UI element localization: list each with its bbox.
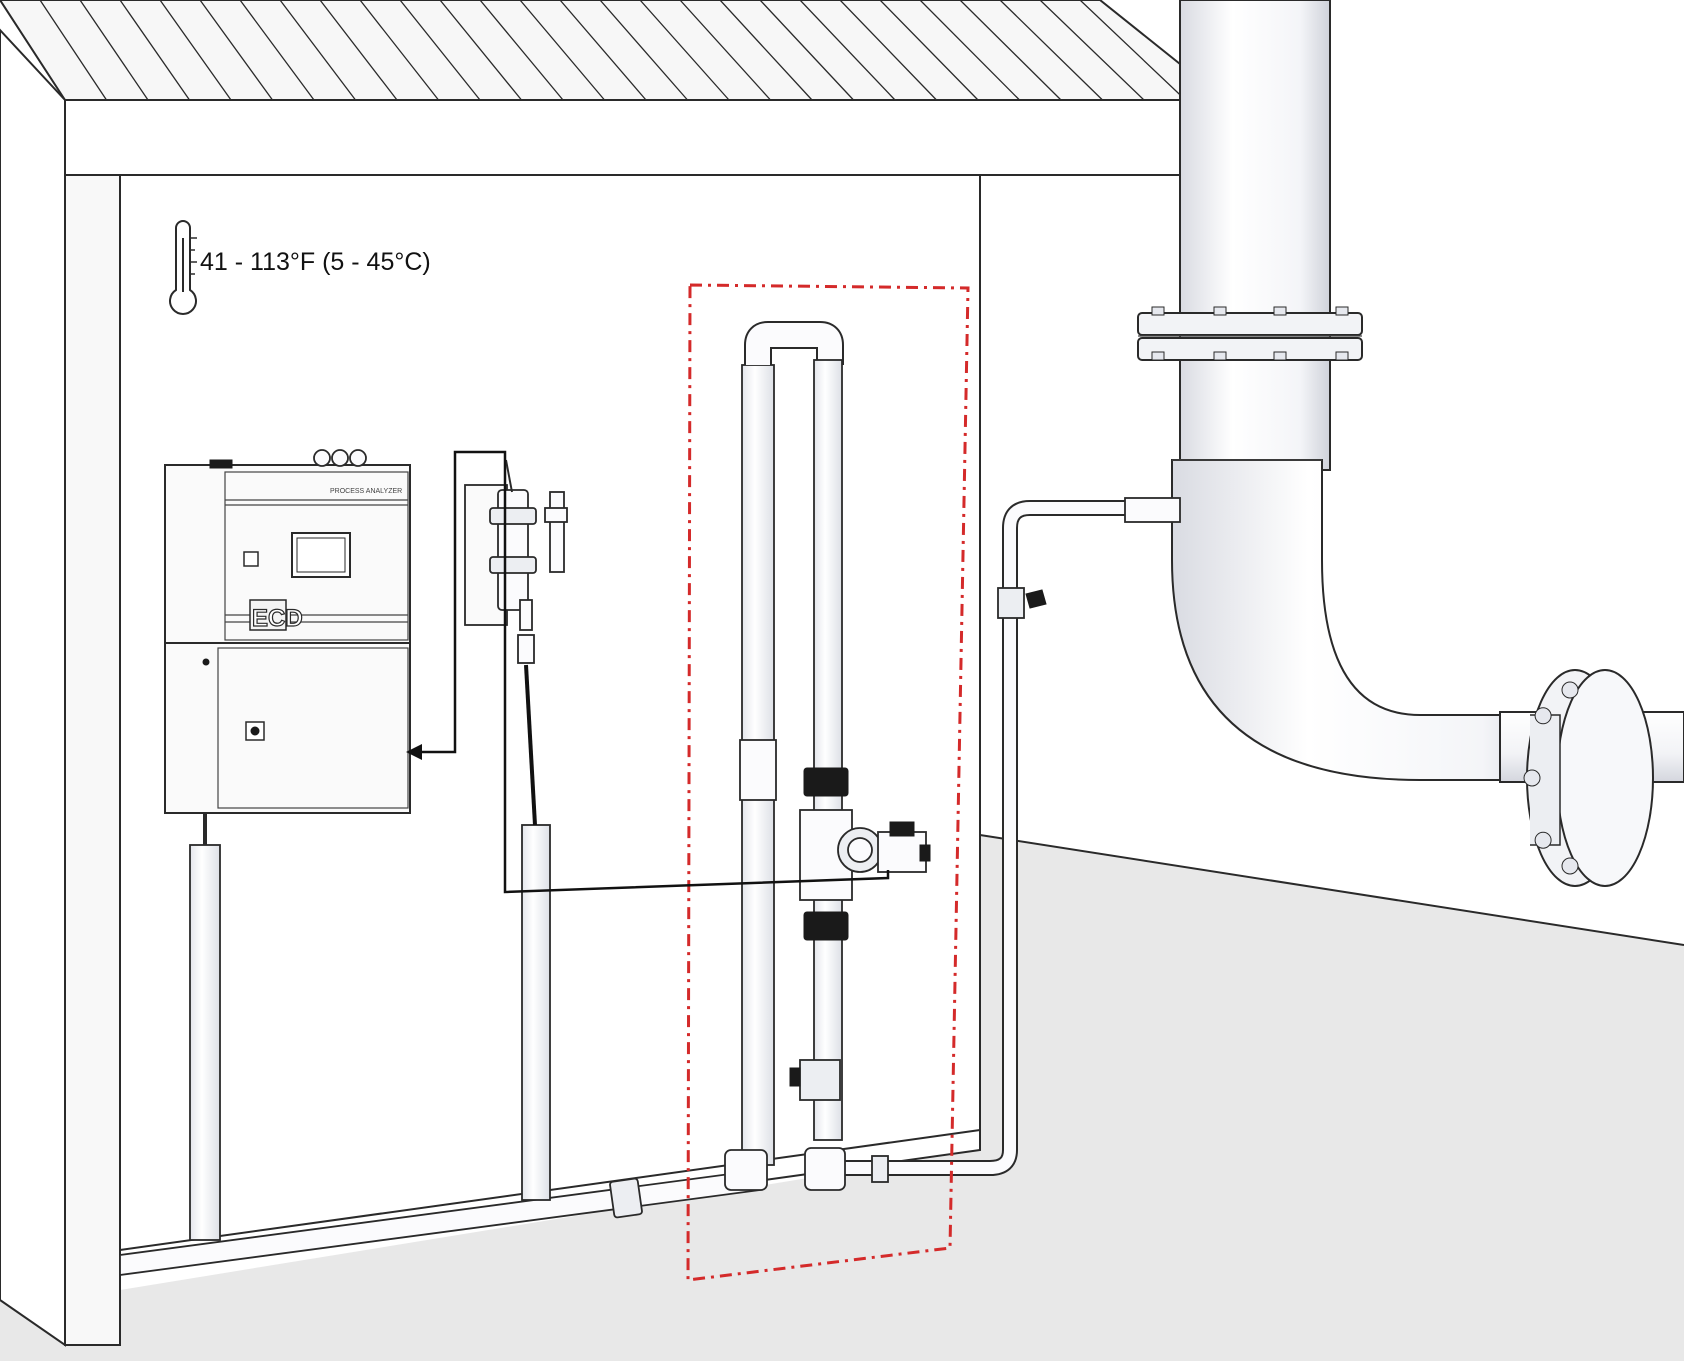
roof-rib	[199, 0, 274, 101]
roof-rib	[479, 0, 564, 101]
roof-rib	[279, 0, 357, 101]
roof-rib	[959, 0, 1062, 101]
flange-bolts-right	[1523, 681, 1579, 875]
roof	[0, 0, 1228, 176]
flange-bolt	[1534, 831, 1552, 849]
flange-bolt	[1213, 306, 1227, 316]
floor-edge	[979, 834, 1684, 946]
roof-rib	[239, 0, 315, 101]
signal-cable	[420, 450, 890, 894]
thermometer-icon	[169, 220, 197, 315]
roof-rib	[719, 0, 813, 101]
roof-rib	[359, 0, 440, 101]
flange-bolt	[1534, 707, 1552, 725]
flange-bolt	[1151, 351, 1165, 361]
pipe-flange-top	[1137, 312, 1363, 361]
process-analyzer: PROCESS ANALYZER ECD	[164, 449, 411, 814]
flange-bolt	[1213, 351, 1227, 361]
flange-bolt	[1273, 351, 1287, 361]
flange-bolt	[1523, 769, 1541, 787]
floor	[0, 835, 1684, 1361]
roof-rib	[799, 0, 896, 101]
pipe-flange-right	[1526, 669, 1654, 887]
arrow-head-icon	[406, 744, 422, 760]
roof-rib	[159, 0, 232, 101]
flange-bolt	[1273, 306, 1287, 316]
temperature-range-label: 41 - 113°F (5 - 45°C)	[200, 248, 431, 276]
sensor-flowcell	[464, 459, 568, 664]
roof-rib	[1039, 0, 1145, 101]
flange-bolt	[1561, 857, 1579, 875]
roof-rib	[999, 0, 1103, 101]
roof-rib	[559, 0, 647, 101]
sample-line	[845, 497, 1181, 1183]
roof-rib	[519, 0, 605, 101]
flange-bolt	[1561, 681, 1579, 699]
roof-rib	[439, 0, 523, 101]
flange-bolt	[1335, 306, 1349, 316]
roof-rib	[639, 0, 730, 101]
analyzer-logo: ECD	[252, 605, 303, 632]
analyzer-panel-label: PROCESS ANALYZER	[330, 488, 402, 495]
roof-rib	[759, 0, 854, 101]
flange-bolt	[1335, 351, 1349, 361]
flange-bolts-top	[1151, 306, 1349, 361]
drain-tube-left	[189, 812, 221, 1241]
roof-rib	[119, 0, 191, 101]
sample-tube	[524, 664, 537, 826]
roof-rib	[319, 0, 398, 101]
roof-rib	[599, 0, 688, 101]
analyzer-display	[291, 532, 351, 578]
roof-rib	[879, 0, 979, 101]
roof-rib	[839, 0, 937, 101]
roof-rib	[0, 0, 66, 101]
roof-rib	[399, 0, 481, 101]
roof-rib	[39, 0, 108, 101]
roof-rib	[919, 0, 1020, 101]
analyzer-led	[243, 551, 259, 567]
flange-bolt	[1151, 306, 1165, 316]
bypass-assembly	[724, 321, 931, 1191]
roof-rib	[1079, 0, 1186, 101]
process-pipe	[1137, 0, 1684, 887]
drain-tube-middle	[521, 824, 551, 1201]
roof-rib	[79, 0, 149, 101]
roof-rib	[679, 0, 771, 101]
roof-ribs	[0, 0, 1186, 101]
